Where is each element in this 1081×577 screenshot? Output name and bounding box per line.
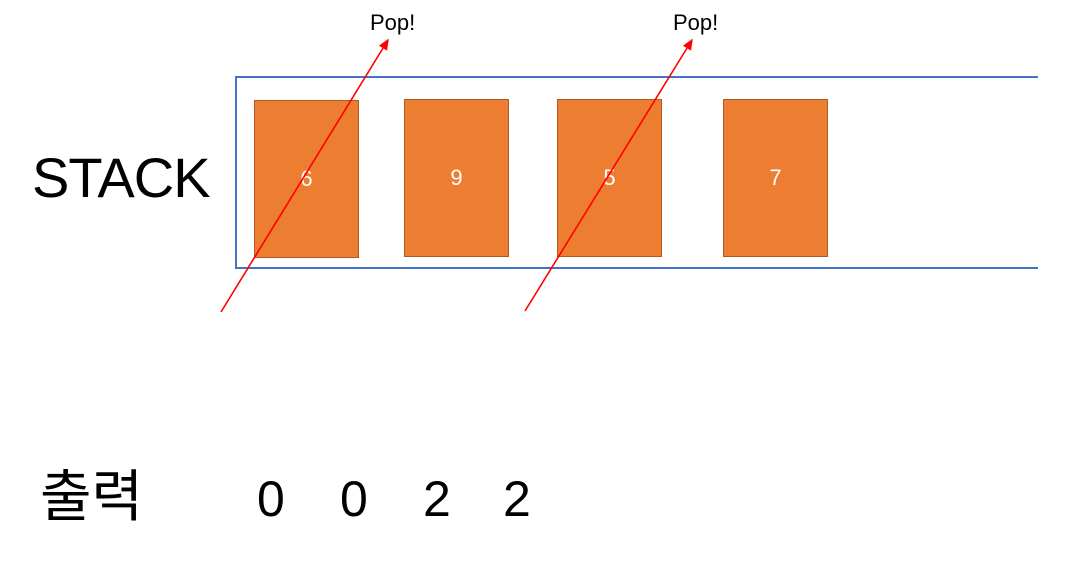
stack-item-value: 5 (603, 165, 616, 190)
output-value-3: 2 (423, 471, 451, 527)
output-value-4: 2 (503, 471, 531, 527)
output-label: 출력 (40, 465, 144, 530)
pop-label-2: Pop! (673, 10, 719, 35)
stack-item-value: 9 (450, 165, 463, 190)
stack-item-value: 7 (769, 165, 782, 190)
output-value-2: 0 (340, 471, 368, 527)
stack-item-2: 9 (404, 99, 509, 257)
stack-item-value: 6 (300, 166, 313, 191)
stack-item-1: 6 (254, 100, 359, 258)
stack-item-3: 5 (557, 99, 662, 257)
stack-item-4: 7 (723, 99, 828, 257)
stack-title: STACK (32, 146, 211, 209)
pop-label-1: Pop! (370, 10, 416, 35)
output-value-1: 0 (257, 471, 285, 527)
